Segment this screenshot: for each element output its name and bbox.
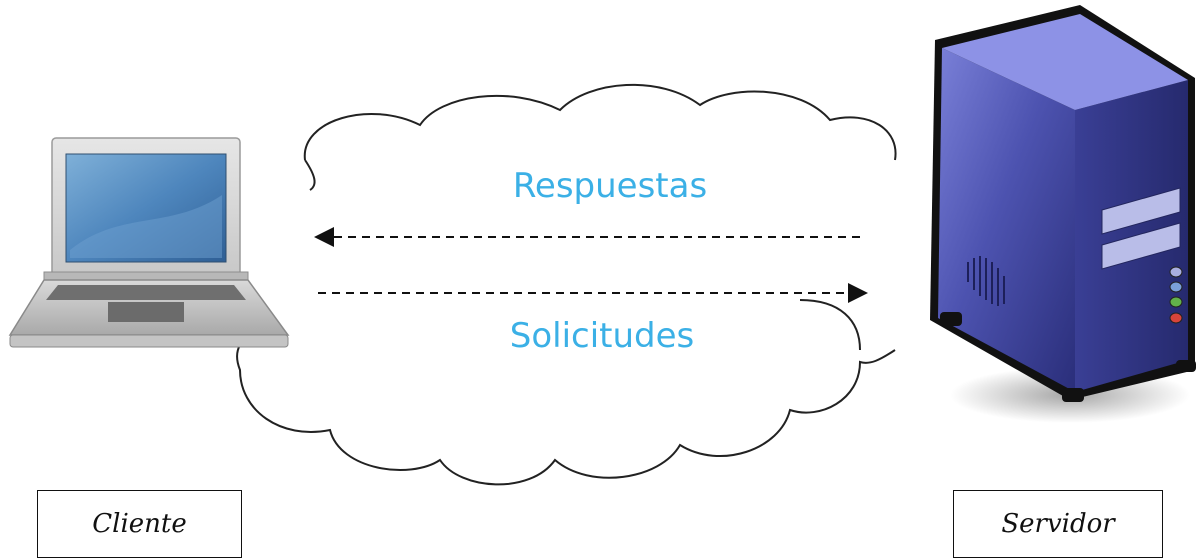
laptop-icon	[8, 137, 290, 348]
network-cloud	[236, 83, 897, 486]
server-label: Servidor	[953, 490, 1163, 558]
responses-label: Respuestas	[513, 166, 707, 206]
requests-label: Solicitudes	[510, 316, 695, 356]
client-label: Cliente	[37, 490, 242, 558]
server-icon	[930, 5, 1196, 423]
